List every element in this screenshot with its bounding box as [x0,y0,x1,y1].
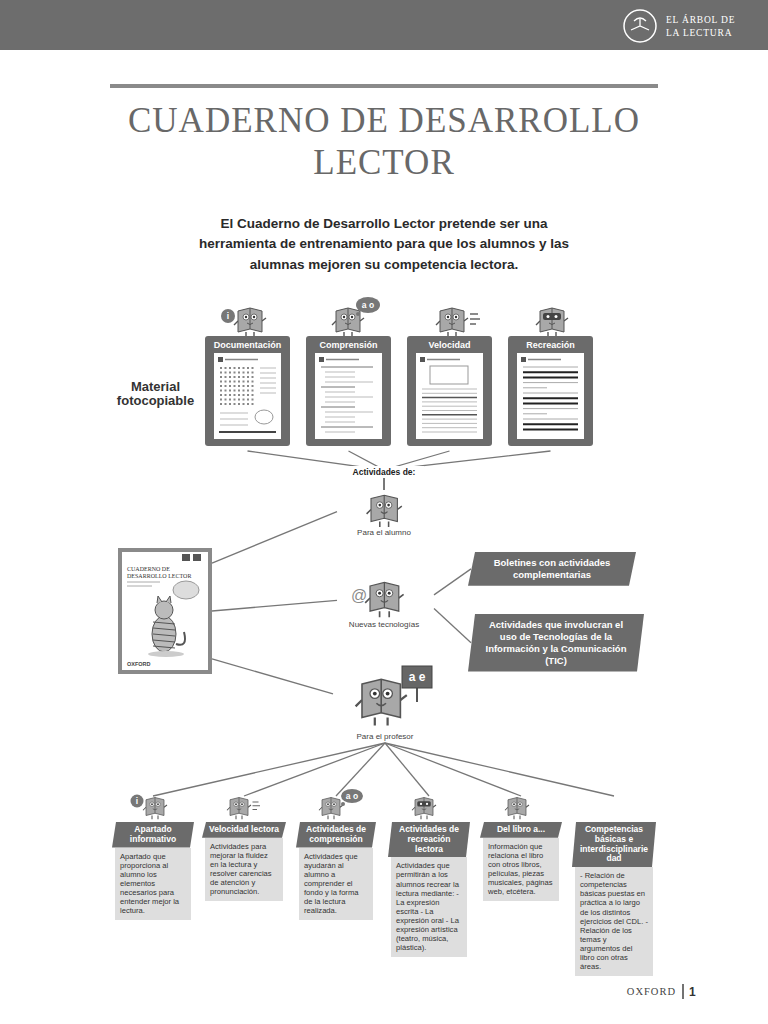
node-heading: Nuevas tecnologías [334,620,434,630]
node-heading: Actividades de recreación lectora [388,822,470,857]
connector-line [212,600,337,611]
brand-name: EL ÁRBOL DE LA LECTURA [666,14,748,40]
node-heading: Para el profesor [330,732,440,742]
book-character [227,798,260,820]
node-heading: CUADERNO DE DESARROLLO LECTOR [122,552,208,580]
node-heading: Boletines con actividades complementaria… [481,557,623,581]
node-heading: Competencias básicas e interdisciplinari… [572,822,656,867]
book-character [365,582,403,617]
book-character [436,308,480,337]
logo-mark [624,10,656,42]
cover-node: CUADERNO DE DESARROLLO LECTOR OXFORD [118,548,212,674]
info-bubble [131,795,144,808]
card-node: Velocidad [407,336,492,446]
node-heading: Velocidad lectora [202,822,286,838]
page-number: 1 [689,985,709,999]
char-node: Para el alumno [334,490,434,538]
worksheet-thumbnail [214,353,281,439]
node-heading: Para el alumno [334,528,434,538]
sign-glyph: a e [402,670,432,684]
group-heading: Actividades de: [344,466,424,478]
letter-sign [402,666,432,702]
connector-line [212,512,337,564]
connector-line [336,743,385,796]
book-character [332,308,364,337]
node-heading: Actividades que involucran el uso de Tec… [481,619,631,667]
icon-glyph: a o [357,299,379,311]
tag-node: Actividades que involucran el uso de Tec… [468,614,644,672]
char-node: Nuevas tecnologías [334,576,434,630]
info-column: Apartado informativoApartado que proporc… [112,796,194,920]
node-heading: Apartado informativo [112,822,194,848]
node-heading: Comprensión [306,336,391,351]
side-note: Material fotocopiable [108,380,203,409]
connector-line [434,569,471,595]
node-body: Actividades que permitirán a los alumnos… [391,857,467,957]
connector-line [385,743,614,796]
publisher-name: OXFORD [596,985,676,999]
worksheet-thumbnail [517,353,584,439]
info-column: Actividades de comprensiónActividades qu… [296,796,376,920]
node-body: - Relación de competencias básicas puest… [575,867,653,976]
header-band [0,0,768,50]
icon-glyph: i [221,310,235,322]
worksheet-thumbnail [416,353,483,439]
card-node: Comprensión [306,336,391,446]
info-column: Actividades de recreación lectoraActivid… [388,796,470,957]
book-character [505,798,529,820]
icon-glyph: a o [341,790,363,802]
node-heading: Actividades de comprensión [296,822,376,848]
node-body: OXFORD [127,661,151,667]
node-heading: Velocidad [407,336,492,351]
footer-bar [682,984,684,999]
book-character [536,308,568,337]
title-rule [110,84,658,88]
connector-line [434,608,471,642]
node-heading: Documentación [205,336,290,351]
speech-cloud [341,789,363,806]
icon-glyph: @ [349,587,369,605]
book-character [319,798,343,820]
node-heading: Del libro a... [480,822,562,838]
info-column: Competencias básicas e interdisciplinari… [572,796,656,976]
book-character [412,798,436,820]
card-node: Recreación [508,336,593,446]
info-column: Velocidad lectoraActividades para mejora… [202,796,286,901]
lead-text: El Cuaderno de Desarrollo Lector pretend… [194,214,574,275]
connector-line [212,659,333,694]
node-body: Actividades que ayudarán al alumno a com… [299,848,373,921]
card-node: Documentación [205,336,290,446]
speech-cloud [356,297,380,316]
info-column: Del libro a...Información que relaciona … [480,796,562,901]
node-body: Información que relaciona el libro con o… [483,838,559,902]
node-heading: Recreación [508,336,593,351]
book-character [143,798,167,820]
book-character [367,495,402,527]
node-body: Apartado que proporciona al alumno los e… [115,848,191,921]
node-body: Actividades para mejorar la fluidez en l… [205,838,283,902]
connector-line [153,743,385,796]
connector-line [244,743,385,796]
book-character [356,679,407,725]
page-title: CUADERNO DE DESARROLLO LECTOR [110,100,658,184]
icon-glyph: i [130,795,144,807]
book-character [234,308,266,337]
info-bubble [221,309,235,323]
tag-node: Boletines con actividades complementaria… [468,552,636,586]
worksheet-thumbnail [315,353,382,439]
